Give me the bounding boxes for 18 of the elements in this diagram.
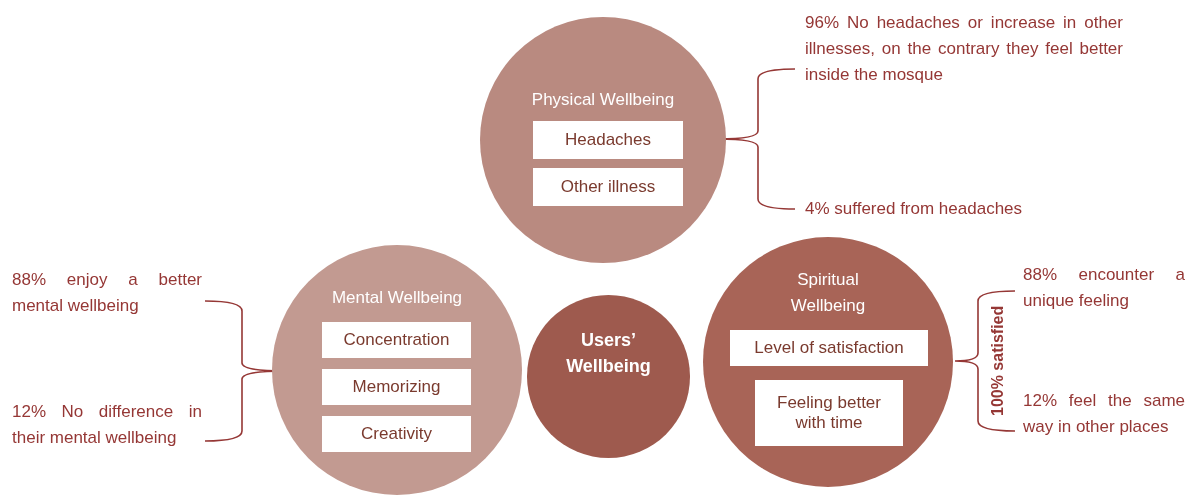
factor-box: Creativity	[322, 416, 471, 452]
annotation-text: 88% enjoy a better mental wellbeing	[12, 269, 202, 317]
annotation-text: 12% No difference in their mental wellbeing	[12, 401, 202, 449]
circle-title: Mental Wellbeing	[330, 287, 464, 309]
annotation-text: 96% No headaches or increase in other illnesses, on the contrary they feel better inside the mosque	[805, 12, 1123, 86]
annotation-text: 4% suffered from headaches	[805, 198, 1024, 220]
factor-box: Concentration	[322, 322, 471, 358]
factor-box: Other illness	[533, 168, 683, 206]
circle-title: Spiritual Wellbeing	[789, 269, 867, 317]
factor-box: Memorizing	[322, 369, 471, 405]
circle-title: Users’ Wellbeing	[565, 329, 652, 378]
bracket-label: 100% satisfied	[989, 304, 1007, 419]
circle-title: Physical Wellbeing	[530, 89, 676, 111]
factor-box: Level of satisfaction	[730, 330, 928, 366]
factor-box: Headaches	[533, 121, 683, 159]
factor-box: Feeling better with time	[755, 380, 903, 446]
annotation-text: 12% feel the same way in other places	[1023, 390, 1185, 438]
annotation-text: 88% encounter a unique feeling	[1023, 264, 1185, 312]
